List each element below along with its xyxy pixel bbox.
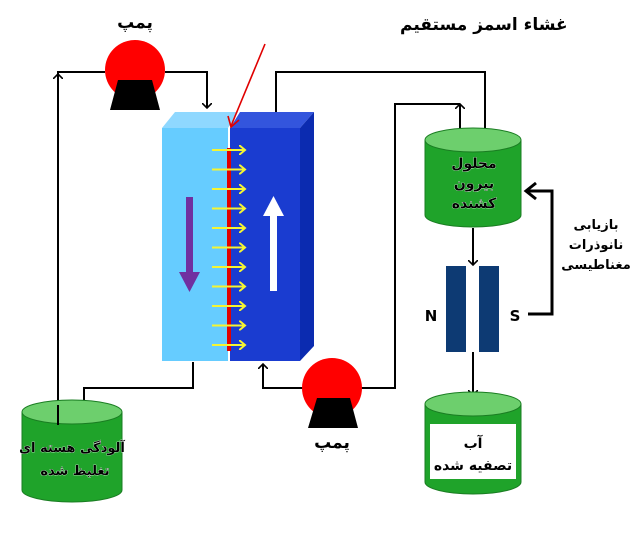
pipe-bottom-pump-to-module [263, 364, 305, 389]
feed-tank [21, 399, 123, 503]
draw-flow-arrow [263, 196, 284, 291]
recovery-label-1: بازیابی [573, 218, 618, 233]
magnet-south-plate [479, 266, 499, 352]
pump-top [105, 40, 165, 110]
pump-bottom [302, 358, 362, 428]
draw-channel-side [300, 112, 314, 361]
feed-channel-top [162, 112, 238, 128]
pipe-feed-to-top-pump [57, 71, 105, 405]
pump-top-base [110, 80, 160, 110]
pipe-module-to-draw-tank [275, 71, 485, 140]
pipe-top-pump-to-module [165, 71, 207, 108]
clean-water-label-2: تصفیه شده [434, 458, 512, 474]
draw-solution-label-1: محلول [451, 156, 496, 172]
membrane-module [162, 112, 314, 361]
recovery-label-3: مغناطیسی [561, 258, 631, 273]
draw-channel-top [230, 112, 314, 128]
feed-flow-arrow [179, 197, 200, 292]
magnet-north-label: N [425, 307, 438, 325]
membrane-label: غشاء اسمز مستقیم [400, 15, 568, 35]
clean-water-label-box [430, 424, 516, 479]
pump-bottom-label: پمپ [314, 433, 350, 453]
magnet-south-label: S [510, 307, 521, 325]
feed-channel [162, 128, 228, 361]
feed-tank-label-1: آلودگی هسته ای [19, 439, 125, 456]
pump-bottom-base [308, 398, 358, 428]
pipe-draw-tank-to-bottom-pump [360, 103, 460, 389]
draw-solution-tank [424, 127, 522, 228]
draw-solution-label-2: بیرون [454, 176, 494, 192]
clean-water-label-1: آب [464, 434, 484, 452]
pump-top-label: پمپ [117, 13, 153, 33]
draw-solution-label-3: کشنده [452, 196, 497, 212]
magnetic-separator [446, 266, 499, 352]
magnet-north-plate [446, 266, 466, 352]
water-flux-arrows [212, 150, 245, 345]
membrane-pointer-arrow [227, 43, 266, 129]
recovery-loop [523, 181, 554, 316]
membrane [227, 148, 231, 351]
feed-tank-label-2: تغلیظ شده [40, 464, 109, 479]
clean-water-tank [424, 391, 522, 495]
recovery-label-2: نانوذرات [569, 238, 623, 253]
